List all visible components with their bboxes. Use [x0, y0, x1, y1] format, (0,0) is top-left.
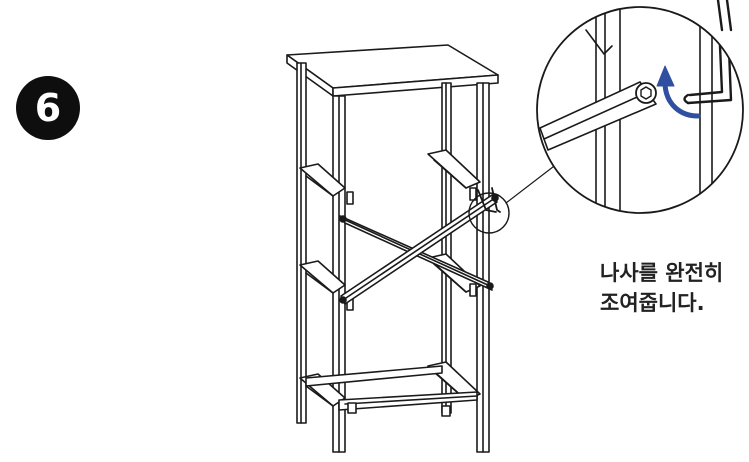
bottom-frame: [305, 365, 478, 417]
instruction-text: 나사를 완전히 조여줍니다.: [600, 258, 749, 318]
frame-legs: [296, 62, 490, 453]
rotation-arrow-icon: [656, 65, 701, 119]
allen-key-small: [477, 187, 501, 213]
step-number: 6: [34, 86, 62, 130]
allen-key-icon: [716, 0, 733, 32]
instruction-line-2: 조여줍니다.: [600, 291, 705, 315]
top-board: [286, 44, 499, 97]
leg-brackets: [346, 187, 477, 311]
detail-callout-ring: [468, 159, 563, 234]
instruction-line-1: 나사를 완전히: [600, 261, 724, 285]
step-number-badge: 6: [16, 76, 80, 140]
zoom-detail: [536, 6, 744, 214]
